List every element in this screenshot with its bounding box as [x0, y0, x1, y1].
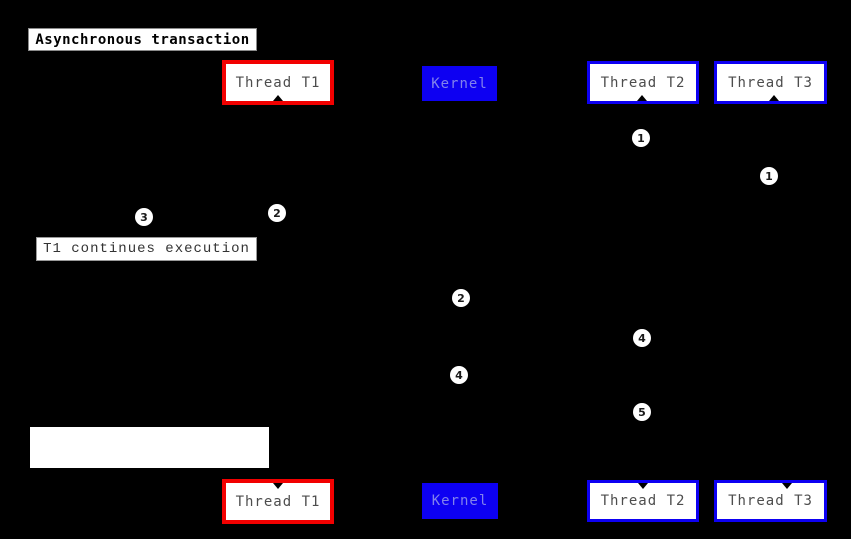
sequence-step-marker: 2 — [452, 289, 470, 307]
sequence-step-marker: 3 — [135, 208, 153, 226]
lifeline-notch-icon — [273, 483, 283, 489]
lifeline-notch-icon — [782, 483, 792, 489]
note-t1-continues: T1 continues execution — [36, 237, 257, 261]
sequence-step-marker: 5 — [633, 403, 651, 421]
actor-label: Thread T3 — [728, 493, 813, 509]
sequence-step-marker: 1 — [760, 167, 778, 185]
actor-kernel-bottom: Kernel — [422, 483, 498, 519]
sequence-step-marker: 4 — [633, 329, 651, 347]
actor-label: Thread T2 — [600, 493, 686, 509]
actor-label: Kernel — [431, 75, 488, 92]
lifeline-notch-icon — [638, 483, 648, 489]
actor-kernel-top: Kernel — [422, 66, 497, 101]
sequence-step-marker: 4 — [450, 366, 468, 384]
sequence-step-marker: 1 — [632, 129, 650, 147]
sequence-step-marker: 2 — [268, 204, 286, 222]
actor-label: Thread T2 — [600, 74, 686, 91]
diagram-title: Asynchronous transaction — [28, 28, 257, 51]
lifeline-notch-icon — [637, 95, 647, 101]
note-empty — [30, 427, 269, 468]
actor-thread-t3-bottom: Thread T3 — [714, 480, 827, 522]
actor-label: Thread T3 — [728, 74, 813, 91]
actor-label: Thread T1 — [235, 493, 321, 510]
actor-label: Thread T1 — [235, 74, 321, 91]
actor-thread-t1-bottom: Thread T1 — [222, 479, 334, 524]
lifeline-notch-icon — [273, 95, 283, 101]
actor-label: Kernel — [431, 493, 489, 509]
lifeline-notch-icon — [769, 95, 779, 101]
